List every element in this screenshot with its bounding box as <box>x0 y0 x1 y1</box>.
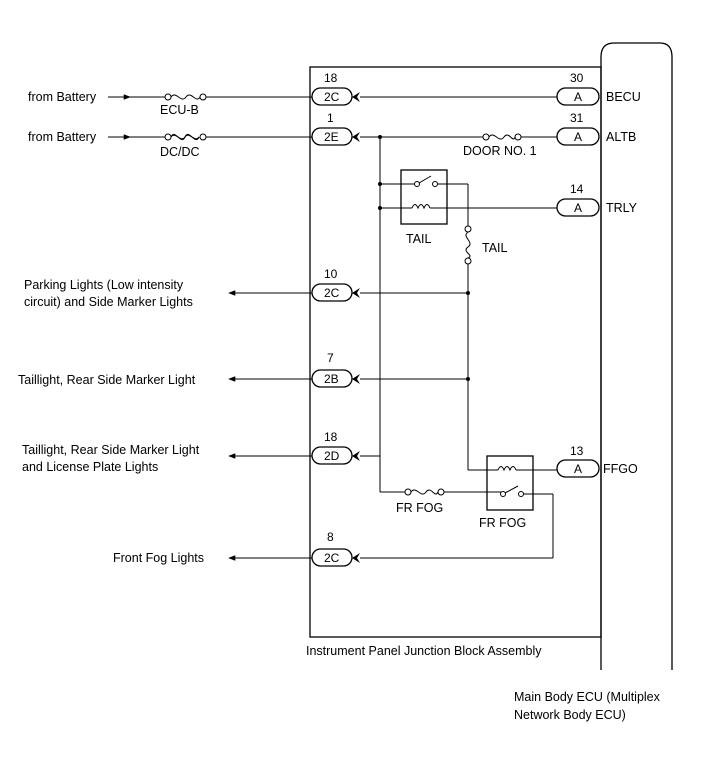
connector-pin-right-3: 14 <box>570 182 584 196</box>
connector-left-2 <box>311 127 353 146</box>
connector-pin-left-4: 7 <box>327 351 334 365</box>
connector-code-right-1: A <box>574 90 582 104</box>
fuse-dc-dc-label: DC/DC <box>160 145 200 159</box>
connector-pin-left-1: 18 <box>324 71 338 85</box>
fuse-tail <box>465 231 471 259</box>
fuse-door-no1 <box>488 134 516 140</box>
relay-tail-coil <box>411 204 431 210</box>
fuse-door-no1-label: DOOR NO. 1 <box>463 144 537 158</box>
relay-fr-fog-label: FR FOG <box>479 516 526 530</box>
connector-code-left-2: 2E <box>324 130 339 144</box>
connector-pin-left-3: 10 <box>324 267 338 281</box>
output-taillight-plate-line1: Taillight, Rear Side Marker Light <box>22 443 200 457</box>
main-body-ecu-outline <box>600 42 673 670</box>
connector-code-right-4: A <box>574 462 582 476</box>
fuse-tail-label: TAIL <box>482 241 508 255</box>
connector-pin-right-1: 30 <box>570 71 584 85</box>
connector-pin-left-2: 1 <box>327 111 334 125</box>
ecu-label-line1: Main Body ECU (Multiplex <box>514 690 661 704</box>
output-parking-line1: Parking Lights (Low intensity <box>24 278 184 292</box>
junction-block-label: Instrument Panel Junction Block Assembly <box>306 644 542 658</box>
fuse-ecu-b-label: ECU-B <box>160 103 199 117</box>
connector-code-left-1: 2C <box>324 90 340 104</box>
connector-right-4 <box>556 459 600 478</box>
fuse-ecu-b <box>170 94 201 100</box>
fuse-fr-fog <box>410 489 439 495</box>
connector-code-left-3: 2C <box>324 286 340 300</box>
output-taillight-plate-line2: and License Plate Lights <box>22 460 158 474</box>
connector-code-left-4: 2B <box>324 372 339 386</box>
signal-altb: ALTB <box>606 130 636 144</box>
connector-pin-right-2: 31 <box>570 111 584 125</box>
connector-pin-left-5: 18 <box>324 430 338 444</box>
relay-tail <box>400 169 448 225</box>
fuse-fr-fog-label: FR FOG <box>396 501 443 515</box>
signal-ffgo: FFGO <box>603 462 638 476</box>
connector-pin-left-6: 8 <box>327 530 334 544</box>
output-parking-line2: circuit) and Side Marker Lights <box>24 295 193 309</box>
connector-code-right-2: A <box>574 130 582 144</box>
output-front-fog: Front Fog Lights <box>113 551 204 565</box>
signal-becu: BECU <box>606 90 641 104</box>
ecu-label-line2: Network Body ECU) <box>514 708 626 722</box>
junction-block-outline <box>309 66 602 638</box>
signal-trly: TRLY <box>606 201 638 215</box>
connector-code-right-3: A <box>574 201 582 215</box>
connector-code-left-5: 2D <box>324 449 340 463</box>
relay-fr-fog-coil <box>497 466 517 472</box>
output-taillight: Taillight, Rear Side Marker Light <box>18 373 196 387</box>
battery-label-2: from Battery <box>28 130 97 144</box>
connector-left-1 <box>311 87 353 106</box>
relay-tail-label: TAIL <box>406 232 432 246</box>
battery-label-1: from Battery <box>28 90 97 104</box>
relay-fr-fog <box>486 455 534 511</box>
connector-pin-right-4: 13 <box>570 444 584 458</box>
connector-code-left-6: 2C <box>324 551 340 565</box>
